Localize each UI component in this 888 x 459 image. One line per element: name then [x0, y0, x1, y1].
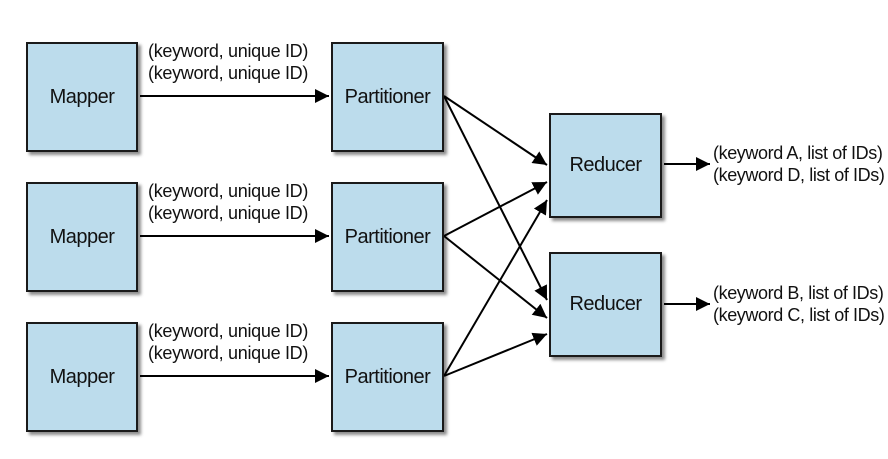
arrow-partitioner3-reducer2: [443, 332, 548, 377]
mapper-label: Mapper: [49, 365, 115, 388]
partitioner-label: Partitioner: [344, 85, 431, 108]
mapper-box-2: Mapper: [26, 182, 138, 292]
partitioner-label: Partitioner: [344, 225, 431, 248]
output-label: (keyword A, list of IDs): [713, 143, 883, 163]
arrow-partitioner3-reducer1: [443, 199, 548, 377]
arrow-partitioner1-reducer2: [443, 95, 548, 301]
partitioner-label: Partitioner: [344, 365, 431, 388]
pair-label: (keyword, unique ID): [148, 181, 309, 201]
mapper-1-pairs: (keyword, unique ID) (keyword, unique ID…: [148, 40, 308, 84]
pair-label: (keyword, unique ID): [148, 41, 309, 61]
reducer-box-2: Reducer: [549, 252, 662, 357]
mapper-box-1: Mapper: [26, 42, 138, 152]
reducer-box-1: Reducer: [549, 113, 662, 218]
reducer-label: Reducer: [569, 293, 642, 315]
partitioner-box-3: Partitioner: [331, 322, 444, 432]
reducer-label: Reducer: [569, 154, 642, 176]
pair-label: (keyword, unique ID): [148, 343, 309, 363]
partitioner-box-1: Partitioner: [331, 42, 444, 152]
arrow-partitioner2-reducer2: [443, 235, 548, 319]
pair-label: (keyword, unique ID): [148, 321, 309, 341]
output-label: (keyword C, list of IDs): [713, 305, 885, 325]
pair-label: (keyword, unique ID): [148, 203, 309, 223]
reducer-2-outputs: (keyword B, list of IDs) (keyword C, lis…: [713, 282, 885, 326]
mapper-3-pairs: (keyword, unique ID) (keyword, unique ID…: [148, 320, 308, 364]
partitioner-box-2: Partitioner: [331, 182, 444, 292]
mapper-label: Mapper: [49, 85, 115, 108]
arrow-partitioner2-reducer1: [443, 181, 548, 237]
reducer-1-outputs: (keyword A, list of IDs) (keyword D, lis…: [713, 142, 885, 186]
pair-label: (keyword, unique ID): [148, 63, 309, 83]
output-label: (keyword B, list of IDs): [713, 283, 884, 303]
mapper-2-pairs: (keyword, unique ID) (keyword, unique ID…: [148, 180, 308, 224]
output-label: (keyword D, list of IDs): [713, 165, 885, 185]
mapper-label: Mapper: [49, 225, 115, 248]
mapper-box-3: Mapper: [26, 322, 138, 432]
arrow-partitioner1-reducer1: [443, 95, 548, 166]
